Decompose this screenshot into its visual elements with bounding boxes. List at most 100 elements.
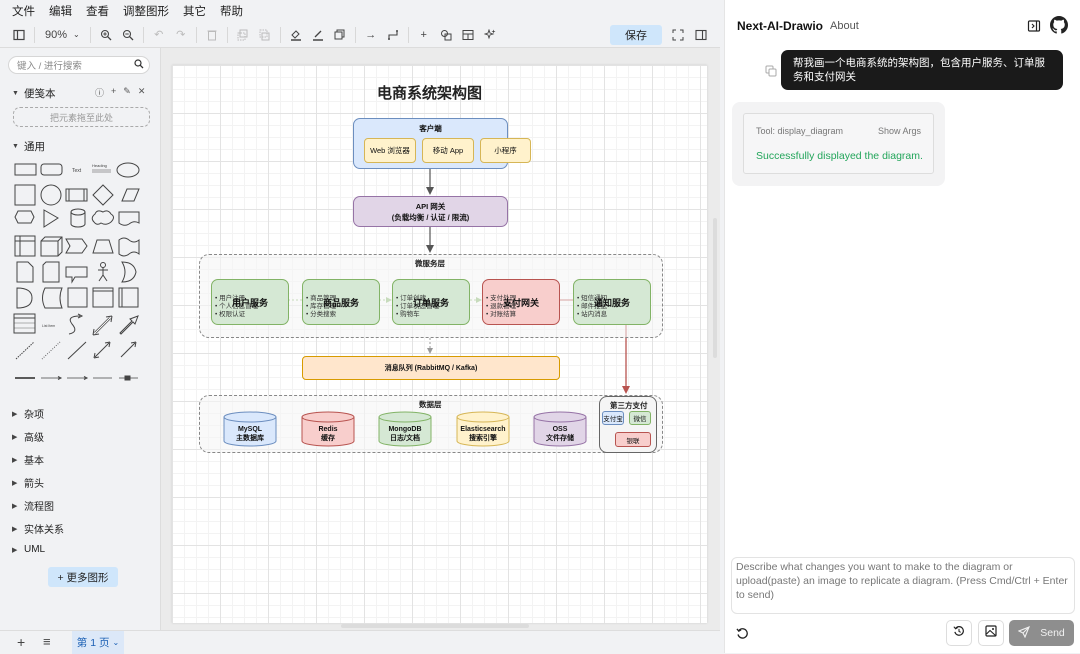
shape-diamond[interactable]: [92, 184, 114, 206]
payment-alipay[interactable]: 支付宝: [602, 411, 624, 425]
shape-process[interactable]: [65, 188, 88, 202]
history-button[interactable]: [946, 620, 972, 646]
diagram-canvas[interactable]: 电商系统架构图 客户端 Web 浏览器 移动 App 小程序 API 网关 (负…: [160, 48, 720, 630]
about-link[interactable]: About: [830, 20, 859, 32]
shape-internal-storage[interactable]: [14, 235, 36, 257]
edge-gateway-to-services[interactable]: [426, 227, 434, 253]
shape-list-item[interactable]: List Item: [42, 324, 55, 328]
scratchpad-dropzone[interactable]: 把元素拖至此处: [13, 107, 150, 127]
general-header[interactable]: ▼通用: [12, 139, 45, 154]
client-mini-program[interactable]: 小程序: [480, 138, 531, 163]
delete-icon[interactable]: [201, 24, 223, 46]
service-notification[interactable]: • 短信通知• 邮件推送• 站内消息 通知服务: [573, 279, 651, 325]
shape-line[interactable]: [67, 341, 87, 360]
shape-curve[interactable]: [68, 313, 84, 335]
client-web-browser[interactable]: Web 浏览器: [364, 138, 416, 163]
toggle-format-panel-icon[interactable]: [690, 24, 712, 46]
help-icon[interactable]: ⓘ: [95, 88, 105, 98]
search-icon[interactable]: [134, 59, 144, 72]
shape-or[interactable]: [121, 261, 137, 283]
payment-wechat[interactable]: 微信: [629, 411, 651, 425]
shadow-icon[interactable]: [329, 24, 351, 46]
shape-ellipse[interactable]: [116, 162, 140, 178]
chat-input[interactable]: [731, 557, 1075, 614]
category-uml[interactable]: ▶UML: [12, 544, 45, 555]
shape-cloud[interactable]: [91, 210, 114, 225]
shape-cube[interactable]: [40, 236, 63, 257]
shape-square[interactable]: [14, 184, 36, 206]
category-advanced[interactable]: ▶高级: [12, 429, 44, 444]
shape-connector-label[interactable]: [67, 376, 89, 380]
pages-menu-icon[interactable]: ≡: [43, 634, 51, 649]
shape-document[interactable]: [118, 211, 140, 226]
client-mobile-app[interactable]: 移动 App: [422, 138, 474, 163]
shapes-icon[interactable]: [435, 24, 457, 46]
shape-actor[interactable]: [98, 262, 108, 282]
more-shapes-button[interactable]: + 更多图形: [48, 567, 118, 587]
add-icon[interactable]: +: [111, 86, 117, 96]
shape-trapezoid[interactable]: [92, 239, 114, 254]
shape-dotted-line[interactable]: [41, 341, 61, 360]
copy-icon[interactable]: [765, 64, 777, 77]
edge-client-to-gateway[interactable]: [426, 169, 434, 195]
send-button[interactable]: Send: [1009, 620, 1074, 646]
show-args-button[interactable]: Show Args: [877, 126, 921, 136]
shape-triangle[interactable]: [43, 209, 59, 228]
shape-card[interactable]: [42, 261, 60, 283]
zoom-select[interactable]: 90%⌄: [39, 29, 86, 41]
github-icon[interactable]: [1050, 16, 1068, 34]
zoom-out-icon[interactable]: [117, 24, 139, 46]
diagram-title[interactable]: 电商系统架构图: [377, 85, 483, 102]
horizontal-scrollbar[interactable]: [341, 624, 529, 628]
toggle-sidebar-icon[interactable]: [8, 24, 30, 46]
line-color-icon[interactable]: [307, 24, 329, 46]
category-arrows[interactable]: ▶箭头: [12, 475, 44, 490]
shape-callout[interactable]: [65, 266, 88, 284]
redo-icon[interactable]: ↷: [176, 29, 186, 41]
service-product[interactable]: • 商品管理• 库存管理• 分类搜索 商品服务: [302, 279, 380, 325]
shape-tape[interactable]: [118, 237, 140, 257]
category-misc[interactable]: ▶杂项: [12, 406, 44, 421]
shape-directional-connector[interactable]: [120, 341, 137, 358]
add-page-icon[interactable]: +: [17, 634, 26, 650]
insert-plus-icon[interactable]: +: [420, 28, 427, 41]
shape-delay[interactable]: [16, 287, 33, 309]
connection-arrow-icon[interactable]: →: [365, 28, 377, 41]
waypoint-icon[interactable]: [382, 24, 404, 46]
table-icon[interactable]: [457, 24, 479, 46]
shape-search-input[interactable]: 键入 / 进行搜索: [8, 56, 150, 74]
fullscreen-icon[interactable]: [667, 24, 689, 46]
shape-heading[interactable]: Heading: [92, 163, 111, 173]
scratchpad-header[interactable]: ▼便笺本: [12, 86, 56, 101]
shape-bidirectional-arrow[interactable]: [92, 315, 113, 336]
service-order[interactable]: • 订单创建• 订单状态管理• 购物车 订单服务: [392, 279, 470, 325]
category-flowchart[interactable]: ▶流程图: [12, 498, 54, 513]
upload-image-button[interactable]: [978, 620, 1004, 646]
message-queue[interactable]: 消息队列 (RabbitMQ / Kafka): [302, 356, 560, 380]
save-button[interactable]: 保存: [610, 25, 662, 45]
payment-unionpay[interactable]: 银联: [615, 432, 651, 447]
shape-bidirectional-connector[interactable]: [93, 341, 111, 359]
menu-arrange[interactable]: 调整图形: [123, 6, 169, 18]
shape-circle[interactable]: [40, 184, 62, 206]
undo-icon[interactable]: ↶: [154, 29, 164, 41]
shape-text[interactable]: Text: [72, 168, 82, 174]
menu-help[interactable]: 帮助: [220, 6, 243, 18]
reset-chat-icon[interactable]: [736, 627, 750, 641]
shape-connector-symbol[interactable]: [119, 375, 138, 381]
shape-parallelogram[interactable]: [121, 188, 140, 202]
service-payment-gateway[interactable]: • 支付处理• 退款管理• 对账结算 支付网关: [482, 279, 560, 325]
shape-container[interactable]: [118, 287, 139, 308]
close-icon[interactable]: ✕: [137, 86, 146, 96]
menu-view[interactable]: 查看: [86, 6, 109, 18]
shape-list[interactable]: [13, 313, 36, 334]
shape-hexagon[interactable]: [14, 210, 35, 224]
shape-data-storage[interactable]: [42, 287, 63, 309]
diagram-page[interactable]: 电商系统架构图 客户端 Web 浏览器 移动 App 小程序 API 网关 (负…: [172, 65, 707, 623]
shape-dashed-line[interactable]: [15, 341, 35, 360]
